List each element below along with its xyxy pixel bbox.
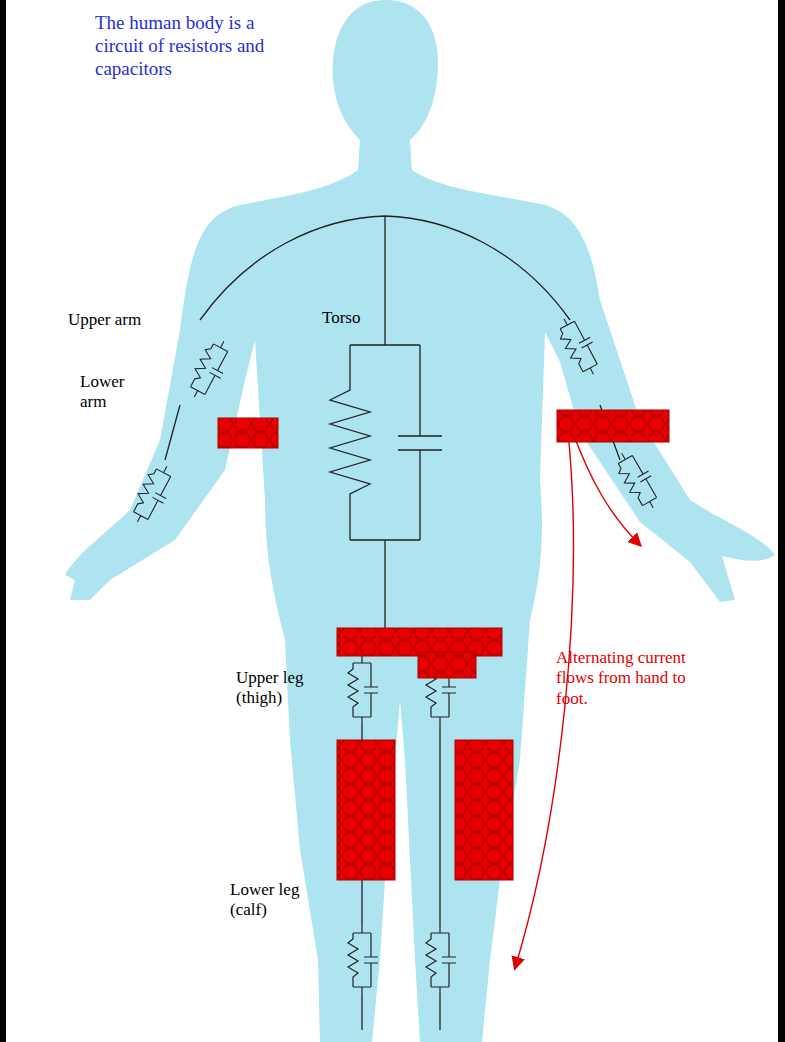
torso-resistor-capacitor <box>330 345 442 540</box>
circuit-wires <box>165 216 620 1030</box>
part-label: Lower leg (calf) <box>230 880 322 921</box>
part-label: Upper arm <box>68 310 141 330</box>
current-note: Alternating current flows from hand to f… <box>556 648 691 709</box>
body-silhouette <box>65 0 775 1042</box>
part-label: Torso <box>322 308 360 328</box>
part-label: Lower arm <box>80 372 140 413</box>
part-label: Upper leg (thigh) <box>236 668 328 709</box>
electrode-pads <box>218 410 669 880</box>
diagram-title: The human body is a circuit of resistors… <box>95 12 265 80</box>
